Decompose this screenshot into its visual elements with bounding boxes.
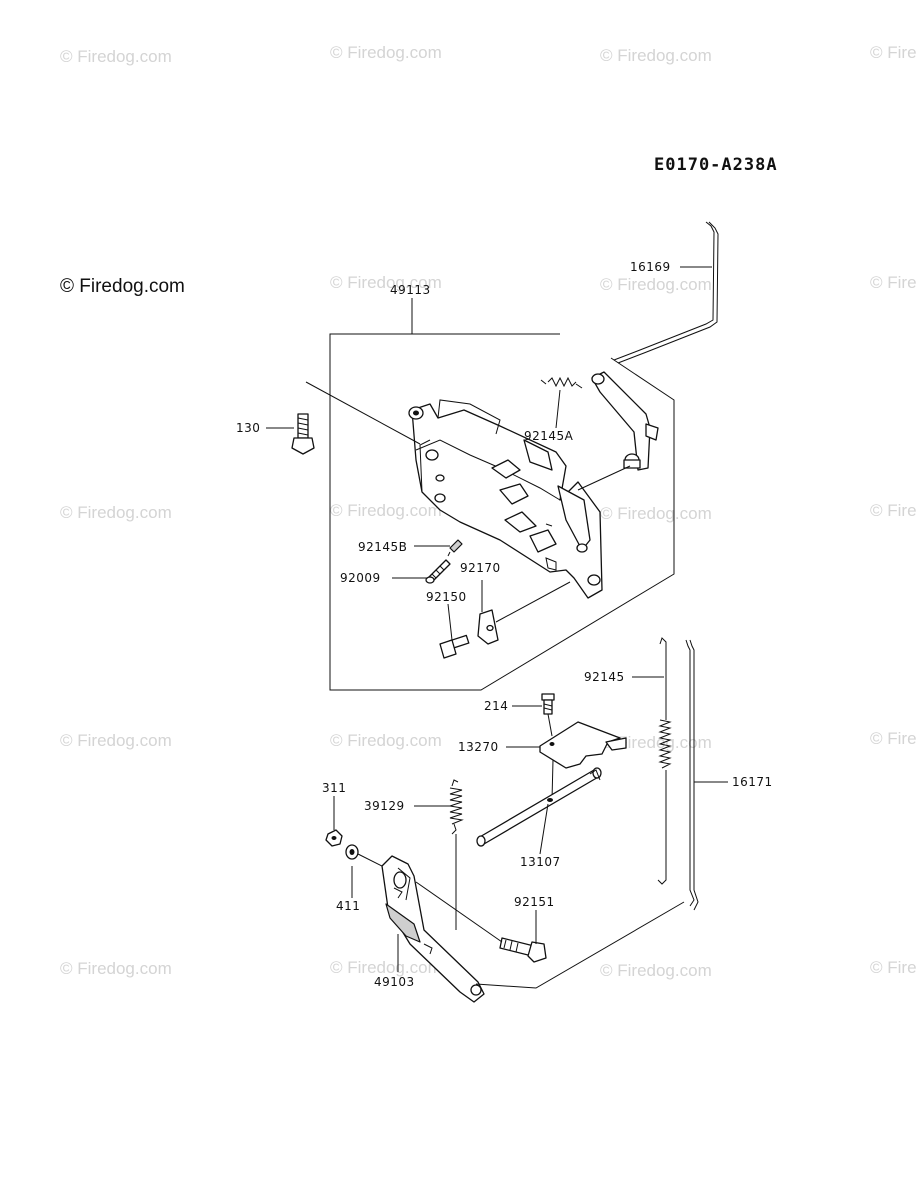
watermark-text: © Firedog.com: [60, 503, 172, 522]
watermark-text: © Firedog.com: [330, 501, 442, 520]
part-130-bolt: [291, 381, 421, 455]
part-92145A-spring: [540, 376, 583, 389]
part-lever-arm-upper: [577, 371, 659, 491]
part-92009-screw: [425, 559, 451, 584]
watermark-text: © Firedog.com: [330, 273, 442, 292]
part-13270-bracket: [539, 721, 627, 801]
watermark-text: © Firedog.com: [870, 729, 917, 748]
label-92145A: 92145A: [524, 429, 574, 443]
watermark-text: © Firedog.com: [870, 958, 917, 977]
part-49113-control-plate: [408, 399, 603, 599]
leader-lines: [266, 266, 728, 972]
watermark-text: © Firedog.com: [60, 731, 172, 750]
part-92170-clip: [477, 581, 571, 645]
assembly-outline-lower: [475, 901, 685, 989]
watermark-text: © Firedog.com: [330, 43, 442, 62]
part-92151-bolt: [415, 881, 547, 963]
label-92145B: 92145B: [358, 540, 407, 554]
label-92145: 92145: [584, 670, 625, 684]
part-92145B-spring: [447, 539, 463, 557]
watermark-text: © Firedog.com: [600, 961, 712, 980]
label-13107: 13107: [520, 855, 561, 869]
part-411-washer: [345, 844, 383, 867]
part-92145-long-spring: [657, 637, 672, 885]
watermark-text: © Firedog.com: [600, 46, 712, 65]
label-311: 311: [322, 781, 346, 795]
watermark-main: © Firedog.com: [60, 276, 185, 297]
watermark-text: © Firedog.com: [600, 733, 712, 752]
label-16171: 16171: [732, 775, 773, 789]
label-49103: 49103: [374, 975, 415, 989]
label-16169: 16169: [630, 260, 671, 274]
label-214: 214: [484, 699, 508, 713]
watermark-text: © Firedog.com: [870, 501, 917, 520]
watermark-text: © Firedog.com: [60, 959, 172, 978]
part-labels: 16169 49113 130 92145A 92145B 92009 9217…: [236, 260, 773, 989]
label-49113: 49113: [390, 283, 431, 297]
watermark-text: © Firedog.com: [870, 43, 917, 62]
part-16171-rod: [685, 639, 699, 911]
watermark-text: © Firedog.com: [330, 731, 442, 750]
watermark-text: © Firedog.com: [60, 47, 172, 66]
part-92150-bolt: [439, 634, 470, 659]
assembly-outline-upper: [329, 333, 675, 691]
diagram-code: E0170-A238A: [654, 155, 778, 175]
label-92170: 92170: [460, 561, 501, 575]
watermark-text: © Firedog.com: [870, 273, 917, 292]
watermark-text: © Firedog.com: [330, 958, 442, 977]
watermark-text: © Firedog.com: [600, 504, 712, 523]
part-13107-shaft: [476, 767, 602, 847]
label-92151: 92151: [514, 895, 555, 909]
label-411: 411: [336, 899, 360, 913]
label-39129: 39129: [364, 799, 405, 813]
part-16169-rod: [613, 221, 719, 364]
watermark-text: © Firedog.com: [600, 275, 712, 294]
label-92150: 92150: [426, 590, 467, 604]
label-13270: 13270: [458, 740, 499, 754]
part-49103-lever: [381, 855, 485, 1003]
label-130: 130: [236, 421, 260, 435]
watermark-grid: © Firedog.com © Firedog.com © Firedog.co…: [60, 43, 917, 980]
part-311-nut: [325, 829, 343, 847]
label-92009: 92009: [340, 571, 381, 585]
part-214-screw: [541, 693, 555, 737]
